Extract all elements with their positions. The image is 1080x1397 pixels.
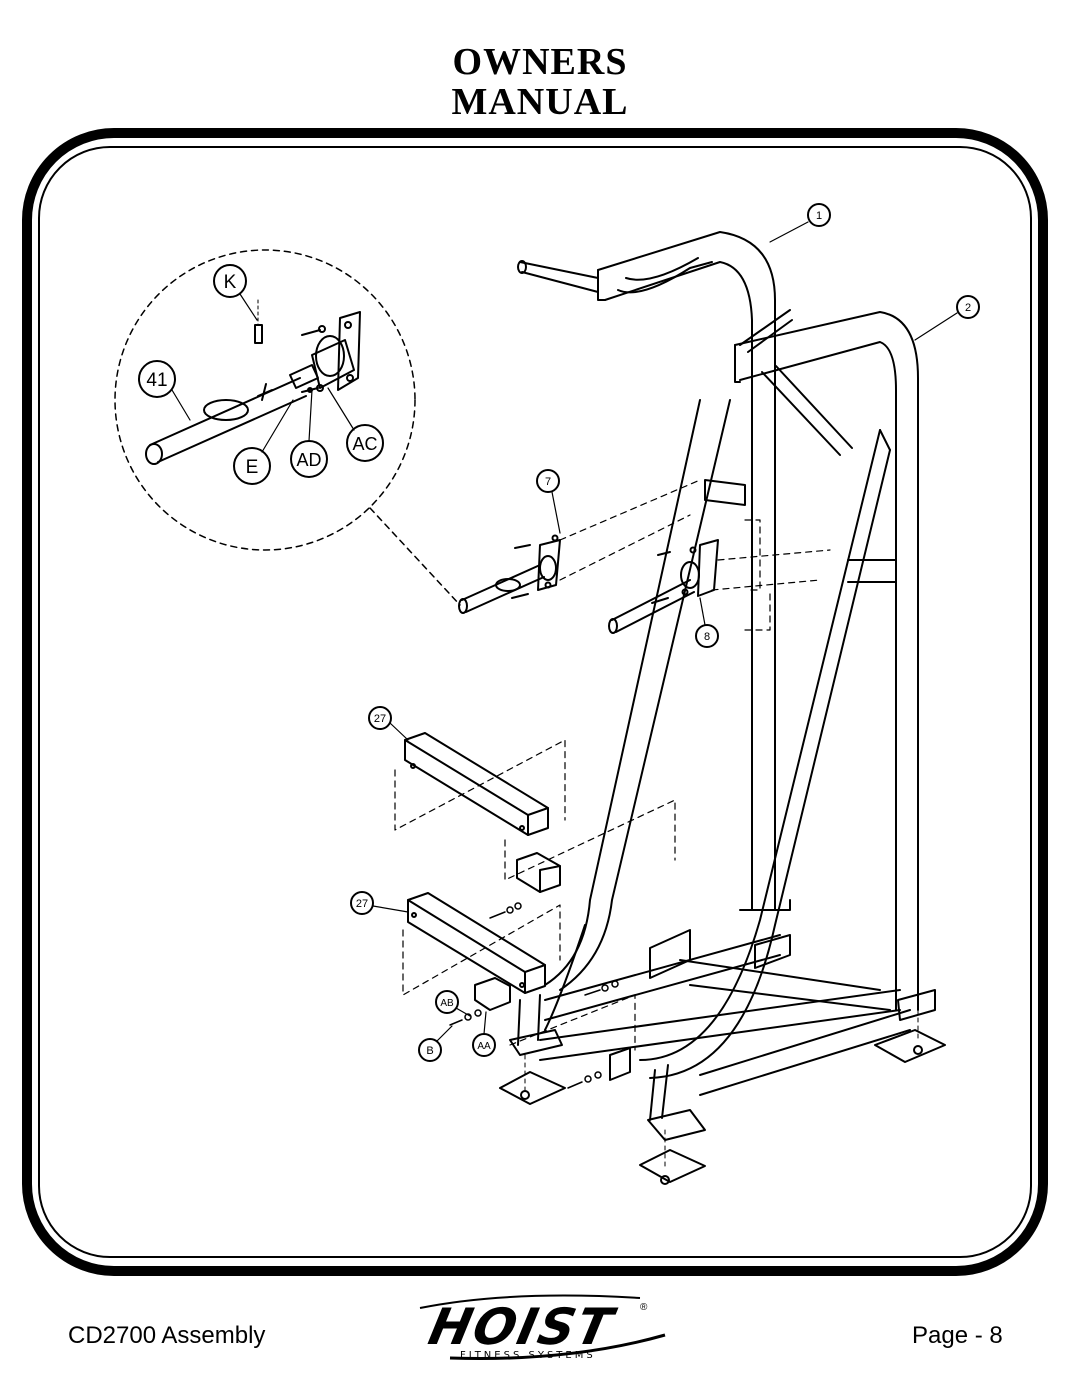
logo-swoosh bbox=[419, 1294, 666, 1361]
handle-part-8 bbox=[608, 539, 831, 634]
footer-document-title: CD2700 Assembly bbox=[68, 1322, 266, 1349]
crossmember-27-upper bbox=[404, 732, 561, 893]
manual-title: OWNERS MANUAL bbox=[0, 42, 1080, 122]
callout-B: B bbox=[426, 1045, 433, 1057]
logo-registered-mark: ® bbox=[640, 1302, 648, 1313]
callout-AB-circle bbox=[435, 990, 459, 1014]
callout-E-circle bbox=[233, 447, 271, 485]
callout-AA: AA bbox=[477, 1041, 491, 1052]
callout-1-circle bbox=[807, 203, 831, 227]
hardware-fasteners bbox=[449, 902, 619, 1089]
callout-8-circle bbox=[695, 624, 719, 648]
callout-B-circle bbox=[418, 1038, 442, 1062]
callout-AD: AD bbox=[296, 450, 321, 470]
callout-1: 1 bbox=[816, 210, 822, 222]
diagram-frame-inner bbox=[38, 146, 1032, 1258]
frame-part-2 bbox=[544, 309, 919, 1079]
callout-7: 7 bbox=[545, 476, 551, 488]
detail-circle bbox=[114, 249, 416, 551]
callout-K-circle bbox=[213, 264, 247, 298]
callout-K: K bbox=[224, 272, 237, 293]
callout-27b-circle bbox=[350, 891, 374, 915]
title-line-manual: MANUAL bbox=[451, 81, 629, 123]
detail-handle-41 bbox=[145, 299, 361, 465]
callout-41: 41 bbox=[146, 370, 167, 391]
frame-part-1 bbox=[517, 231, 791, 911]
callout-2-circle bbox=[956, 295, 980, 319]
callout-27a-circle bbox=[368, 706, 392, 730]
detail-leader bbox=[369, 507, 461, 606]
footer-page-number: Page - 8 bbox=[912, 1322, 1003, 1349]
callout-2: 2 bbox=[965, 302, 971, 314]
handle-part-7 bbox=[458, 479, 701, 614]
diagram-frame-outer bbox=[22, 128, 1048, 1276]
callout-E: E bbox=[246, 457, 259, 478]
base-feet bbox=[499, 934, 946, 1185]
callout-7-circle bbox=[536, 469, 560, 493]
logo-subtitle: FITNESS SYSTEMS bbox=[460, 1350, 596, 1361]
logo-wordmark: HOIST bbox=[423, 1298, 620, 1356]
callout-8: 8 bbox=[704, 631, 710, 643]
callout-27b: 27 bbox=[356, 898, 368, 910]
callout-AB: AB bbox=[440, 998, 454, 1009]
callout-AC-circle bbox=[346, 424, 384, 462]
callout-27a: 27 bbox=[374, 713, 386, 725]
hoist-logo: HOIST ® FITNESS SYSTEMS bbox=[390, 1290, 690, 1370]
crossmember-27-lower bbox=[407, 892, 691, 1081]
title-line-owners: OWNERS bbox=[452, 41, 628, 83]
frame-crossbars bbox=[539, 479, 911, 1096]
callout-AC: AC bbox=[352, 434, 377, 454]
callout-41-circle bbox=[138, 360, 176, 398]
